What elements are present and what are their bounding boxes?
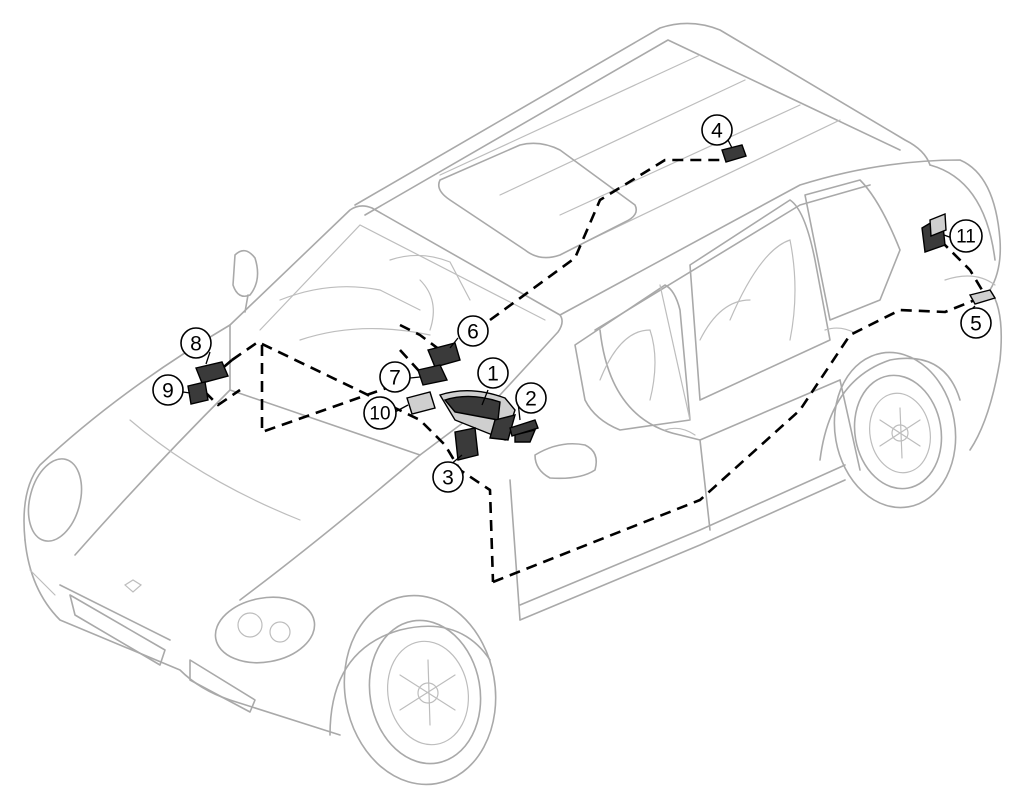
- callouts: 1 2 3 4 5 6 7 8 9 10 11: [152, 114, 992, 493]
- svg-text:3: 3: [442, 467, 454, 490]
- svg-text:2: 2: [525, 388, 537, 411]
- svg-text:5: 5: [970, 313, 982, 336]
- module-2-connector: [509, 419, 539, 443]
- wire-dash-7: [399, 349, 421, 373]
- callout-2: 2: [515, 382, 547, 414]
- module-7: [417, 364, 449, 386]
- callout-6: 6: [457, 315, 489, 347]
- wiring-harness: [204, 158, 987, 584]
- module-8: [195, 361, 229, 384]
- module-4-roof: [721, 144, 747, 163]
- module-9: [187, 381, 209, 405]
- callout-4: 4: [701, 114, 733, 146]
- module-1-instrument-cluster: [438, 389, 516, 441]
- svg-text:1: 1: [487, 363, 499, 386]
- svg-text:10: 10: [369, 404, 390, 425]
- callout-9: 9: [152, 374, 184, 406]
- callout-3: 3: [432, 461, 464, 493]
- callout-11: 11: [949, 219, 983, 253]
- wire-module-9: [204, 388, 241, 407]
- callout-5: 5: [960, 307, 992, 339]
- module-10: [406, 391, 436, 415]
- wire-rear-11: [939, 239, 987, 296]
- module-3: [454, 427, 479, 461]
- svg-text:4: 4: [711, 120, 723, 143]
- wire-dash-6: [399, 323, 441, 352]
- control-modules: [187, 144, 997, 461]
- callout-7: 7: [379, 361, 411, 393]
- svg-text:9: 9: [162, 380, 174, 403]
- svg-text:7: 7: [389, 367, 401, 390]
- module-5-rear: [968, 289, 997, 305]
- svg-text:8: 8: [190, 333, 202, 356]
- wire-windshield-left: [260, 345, 396, 434]
- callout-8: 8: [180, 327, 212, 359]
- svg-text:11: 11: [956, 227, 976, 248]
- module-6: [427, 342, 461, 368]
- svg-text:6: 6: [467, 321, 479, 344]
- callout-1: 1: [477, 357, 509, 389]
- wire-module-8: [217, 359, 233, 373]
- wire-rocker: [492, 298, 976, 584]
- wire-roof-to-module-4: [489, 158, 730, 322]
- wire-front-loop: [231, 340, 495, 583]
- callout-10: 10: [363, 396, 397, 430]
- car-outline: [23, 22, 1003, 786]
